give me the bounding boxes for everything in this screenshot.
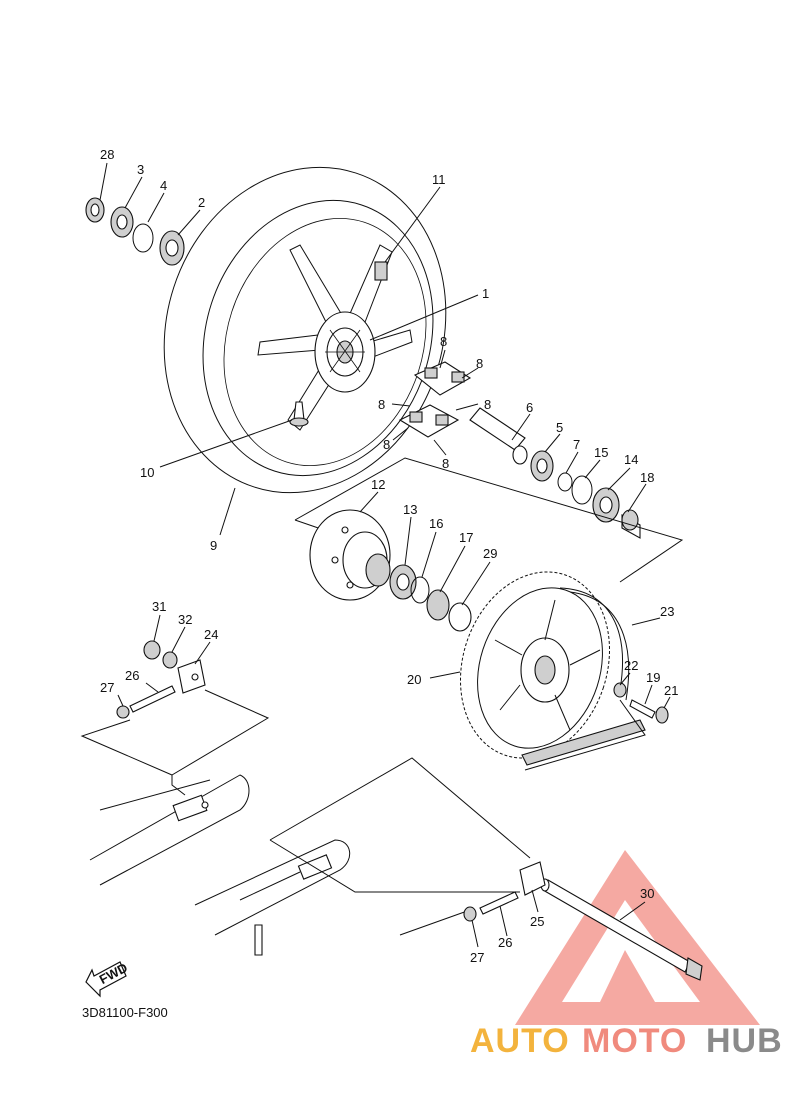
callout-9: 9 [210,538,217,553]
callout-26-left: 26 [125,668,139,683]
sprocket-hub [309,509,472,632]
callout-29: 29 [483,546,497,561]
callout-labels: 28 3 4 2 11 1 8 8 8 8 8 8 6 5 7 15 14 18… [100,147,678,965]
diagram-code: 3D81100-F300 [82,1005,168,1020]
callout-18: 18 [640,470,654,485]
callout-13: 13 [403,502,417,517]
watermark-moto: MOTO [582,1022,687,1060]
swing-arm-right [194,839,350,956]
watermark-text: AUTO MOTO HUB [470,1022,783,1060]
callout-10: 10 [140,465,154,480]
callout-25: 25 [530,914,544,929]
callout-3: 3 [137,162,144,177]
left-adjuster-outline [80,689,270,796]
callout-22: 22 [624,658,638,673]
rear-wheel [163,166,447,494]
callout-27-right: 27 [470,950,484,965]
right-spacer-set [469,407,641,539]
callout-7: 7 [573,437,580,452]
callout-21: 21 [664,683,678,698]
drive-pulley [459,571,646,766]
callout-32: 32 [178,612,192,627]
callout-8-left: 8 [378,397,385,412]
callout-leaders [99,162,671,948]
callout-8-right: 8 [484,397,491,412]
left-adjuster-set [116,640,206,719]
damper-set [398,361,472,438]
right-axle-outline [269,757,531,936]
callout-17: 17 [459,530,473,545]
left-bearing-set [85,197,185,266]
fwd-arrow-icon: FWD [85,960,130,998]
callout-23: 23 [660,604,674,619]
callout-30: 30 [640,886,654,901]
pulley-box-outline [524,699,646,771]
callout-5: 5 [556,420,563,435]
callout-12: 12 [371,477,385,492]
callout-28: 28 [100,147,114,162]
callout-8-upper-right: 8 [476,356,483,371]
callout-8-bottom: 8 [442,456,449,471]
pulley-bolt-set [613,682,669,724]
watermark-hub: HUB [706,1022,783,1060]
callout-8-lower-left: 8 [383,437,390,452]
callout-19: 19 [646,670,660,685]
watermark-logo [515,850,760,1025]
callout-20: 20 [407,672,421,687]
swing-arm-left [89,774,250,886]
axle-assembly [463,861,703,981]
callout-6: 6 [526,400,533,415]
callout-4: 4 [160,178,167,193]
callout-8-top: 8 [440,334,447,349]
callout-26-right: 26 [498,935,512,950]
callout-1: 1 [482,286,489,301]
callout-14: 14 [624,452,638,467]
callout-15: 15 [594,445,608,460]
callout-2: 2 [198,195,205,210]
callout-27-left: 27 [100,680,114,695]
callout-11: 11 [432,172,446,187]
callout-16: 16 [429,516,443,531]
callout-31: 31 [152,599,166,614]
watermark-auto: AUTO [470,1022,570,1060]
callout-24: 24 [204,627,218,642]
